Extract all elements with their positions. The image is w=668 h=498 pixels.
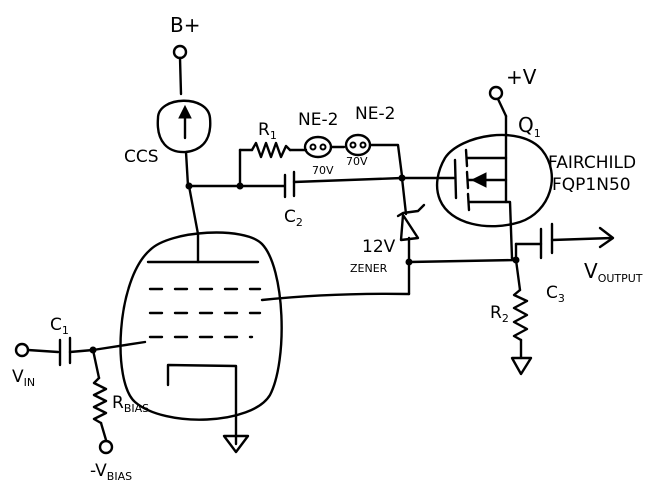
plate-node — [185, 182, 244, 190]
c2-capacitor — [283, 170, 296, 199]
label-vbias: -VBIAS — [90, 461, 132, 483]
vbias-terminal — [98, 439, 114, 455]
rbias-resistor — [92, 376, 108, 425]
label-ccs: CCS — [124, 147, 159, 167]
label-q1: Q1 — [518, 113, 541, 140]
vin-terminal — [14, 342, 60, 358]
ccs-current-source — [156, 99, 212, 154]
label-r1: R1 — [258, 120, 277, 142]
ne2-lamp-2 — [344, 133, 372, 157]
label-vin: VIN — [12, 367, 35, 389]
label-part-number: FQP1N50 — [552, 175, 631, 195]
label-b-plus: B+ — [170, 13, 200, 37]
label-ne2-va: 70V — [312, 164, 334, 177]
wire-c1-to-grid-node — [68, 348, 95, 354]
wire-ccs-to-node — [184, 150, 190, 188]
wire-c2-to-gate-node — [292, 176, 404, 184]
label-manufacturer: FAIRCHILD — [548, 153, 636, 173]
wire-output — [550, 236, 614, 242]
label-ne2-b: NE-2 — [355, 104, 395, 124]
ne2-lamp-1 — [303, 135, 333, 159]
wire-plate-to-node — [187, 184, 200, 236]
wire-to-rbias — [91, 348, 101, 380]
vacuum-tube — [119, 231, 283, 446]
b-plus-terminal — [172, 44, 188, 96]
label-zener-v: 12V — [362, 237, 396, 257]
wire-to-r2 — [514, 258, 522, 292]
c1-capacitor — [58, 336, 72, 367]
label-vout: VOUTPUT — [584, 259, 643, 285]
label-ne2-vb: 70V — [346, 155, 368, 168]
r2-resistor — [512, 288, 529, 342]
label-c3: C3 — [546, 283, 565, 305]
c3-capacitor — [539, 222, 554, 260]
q1-source-lead — [467, 200, 514, 260]
label-r2: R2 — [490, 303, 509, 325]
label-plus-v: +V — [506, 65, 537, 89]
label-rbias: RBIAS — [112, 393, 149, 415]
plus-v-terminal — [488, 85, 508, 118]
wire-source-to-output — [407, 258, 518, 264]
zener-diode — [396, 203, 426, 242]
wire-ne2-to-gate-node — [368, 143, 404, 178]
wire-rbias-down — [99, 421, 108, 442]
output-arrow-icon — [598, 226, 615, 249]
q1-gate-plate — [453, 158, 458, 200]
label-c2: C2 — [284, 207, 303, 229]
q1-mosfet — [435, 114, 553, 260]
wire-gate-to-zener — [400, 176, 408, 216]
cathode-ground-icon — [222, 434, 250, 454]
tube-cathode — [166, 363, 238, 446]
ccs-arrow-icon — [178, 104, 192, 119]
r2-ground-icon — [510, 356, 533, 376]
wire-to-grid — [91, 340, 147, 352]
wire-grid-to-source — [260, 292, 411, 302]
r1-resistor — [250, 141, 292, 159]
label-ne2-a: NE-2 — [298, 110, 338, 130]
label-c1: C1 — [50, 315, 69, 337]
label-zener: ZENER — [350, 262, 388, 275]
q1-arrow-icon — [470, 172, 487, 188]
